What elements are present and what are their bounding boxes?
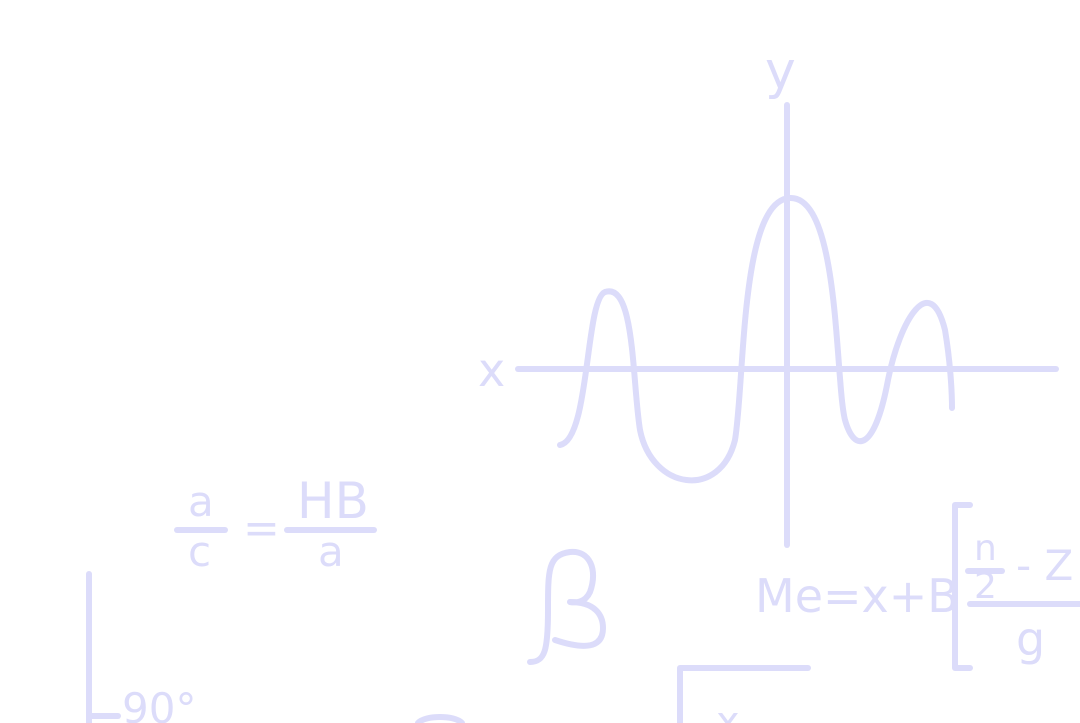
ratio-equals-sign: = xyxy=(243,503,280,554)
median-inner-denominator: 2 xyxy=(974,566,997,607)
ratio-left-denominator: c xyxy=(188,527,211,576)
median-denominator: g xyxy=(1016,612,1045,666)
partial-bottom-right-text: .... xyxy=(925,692,976,723)
partial-bottom-text: x xyxy=(716,699,740,723)
ratio-right-numerator: HB xyxy=(297,472,369,530)
median-inner-numerator: n xyxy=(974,528,997,569)
median-formula-bracket xyxy=(952,502,973,671)
square-root-sign xyxy=(677,665,811,723)
beta-symbol-label: β xyxy=(0,0,1,1)
ratio-left-numerator: a xyxy=(188,477,214,526)
ratio-right-denominator: a xyxy=(318,527,344,576)
bottom-partial-doodle-left xyxy=(415,714,465,723)
median-formula-prefix: Me=x+B xyxy=(755,569,959,623)
graph-x-axis-label: x xyxy=(478,343,505,397)
graph-wave-curve xyxy=(557,194,955,484)
graph-y-axis-label: y xyxy=(765,41,796,101)
angle-label: 90° xyxy=(122,684,196,723)
median-numerator-rest: - Z xyxy=(1016,541,1073,590)
beta-symbol-shape xyxy=(527,548,606,665)
